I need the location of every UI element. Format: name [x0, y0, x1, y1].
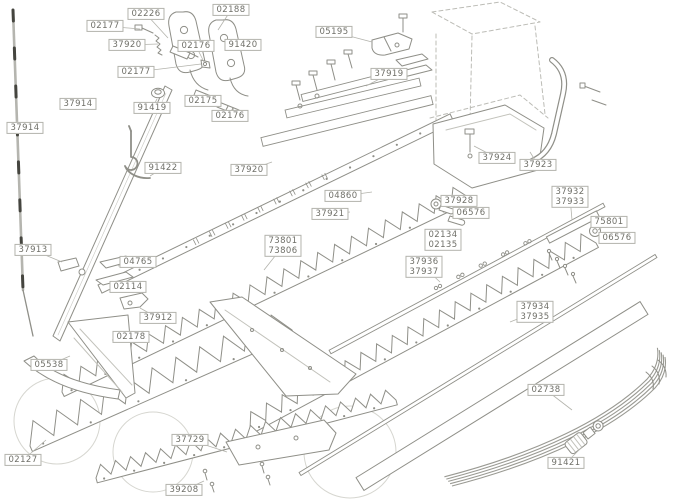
knife-head-bottom-parts: [202, 419, 337, 493]
part-label-05195: 05195: [315, 25, 353, 39]
part-label-37923: 37923: [519, 158, 557, 172]
part-label-02178: 02178: [112, 330, 150, 344]
bracket-part: [432, 104, 545, 189]
part-label-05538: 05538: [30, 358, 68, 372]
part-label-37729: 37729: [171, 433, 209, 447]
part-label-91420: 91420: [224, 38, 262, 52]
part-label-04860: 04860: [324, 189, 362, 203]
connector-part: [564, 420, 604, 455]
support-arm-part: [529, 57, 607, 164]
part-label-02175: 02175: [184, 94, 222, 108]
component-parts: [11, 1, 667, 493]
hose-end-parts: [645, 359, 667, 390]
part-label-02177: 02177: [117, 65, 155, 79]
part-label-02226: 02226: [127, 7, 165, 21]
part-label-02188: 02188: [212, 3, 250, 17]
part-label-02176: 02176: [177, 39, 215, 53]
part-label-37920: 37920: [108, 38, 146, 52]
part-label-37913: 37913: [14, 243, 52, 257]
part-label-04765: 04765: [119, 255, 157, 269]
part-label-37924: 37924: [478, 151, 516, 165]
part-label-37914: 37914: [59, 97, 97, 111]
part-label-75801: 75801: [590, 215, 628, 229]
part-label-91421: 91421: [547, 456, 585, 470]
clevis-parts: [430, 198, 466, 226]
part-label-37912: 37912: [139, 311, 177, 325]
head-assembly-parts: [291, 13, 433, 109]
rod-part: [11, 8, 34, 337]
wire-clip-part: [124, 125, 151, 179]
part-label-06576: 06576: [452, 206, 490, 220]
strip-part: [52, 85, 173, 342]
cutter-bars: [29, 70, 667, 492]
part-label-02127: 02127: [4, 453, 42, 467]
part-label-06576: 06576: [598, 231, 636, 245]
part-label-91422: 91422: [144, 161, 182, 175]
part-label-02176: 02176: [211, 109, 249, 123]
part-label-39208: 39208: [165, 483, 203, 497]
part-label-37919: 37919: [370, 67, 408, 81]
part-label-37928: 37928: [440, 194, 478, 208]
part-label-37914: 37914: [6, 121, 44, 135]
part-label-02177: 02177: [86, 19, 124, 33]
part-label-37920: 37920: [230, 163, 268, 177]
part-label-02738: 02738: [527, 383, 565, 397]
clamp-parts: [168, 11, 249, 97]
mount-frame-part: [429, 1, 549, 123]
part-label-91419: 91419: [133, 101, 171, 115]
part-label-02114: 02114: [109, 280, 147, 294]
part-label-37921: 37921: [311, 207, 349, 221]
